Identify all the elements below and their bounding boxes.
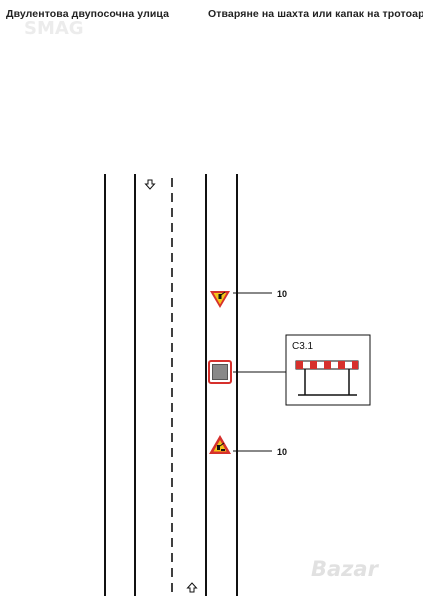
barrier-code-label: С3.1	[292, 341, 314, 352]
arrow-down-icon	[144, 179, 156, 190]
arrow-up-icon	[186, 582, 198, 593]
manhole-cover-icon	[208, 360, 232, 384]
barrier-c31-icon	[295, 360, 359, 396]
barrier-detail-box	[285, 334, 371, 406]
watermark-top: SMAG	[24, 18, 84, 39]
left-title: Двулентова двупосочна улица	[6, 8, 170, 20]
right-title: Отваряне на шахта или капак на тротоара	[208, 8, 423, 20]
bottom-distance-label: 10	[277, 447, 287, 457]
warning-roadwork-triangle-icon	[210, 291, 230, 308]
top-distance-label: 10	[277, 289, 287, 299]
roadwork-triangle-icon	[209, 435, 231, 454]
watermark-bottom: Bazar	[311, 557, 378, 581]
